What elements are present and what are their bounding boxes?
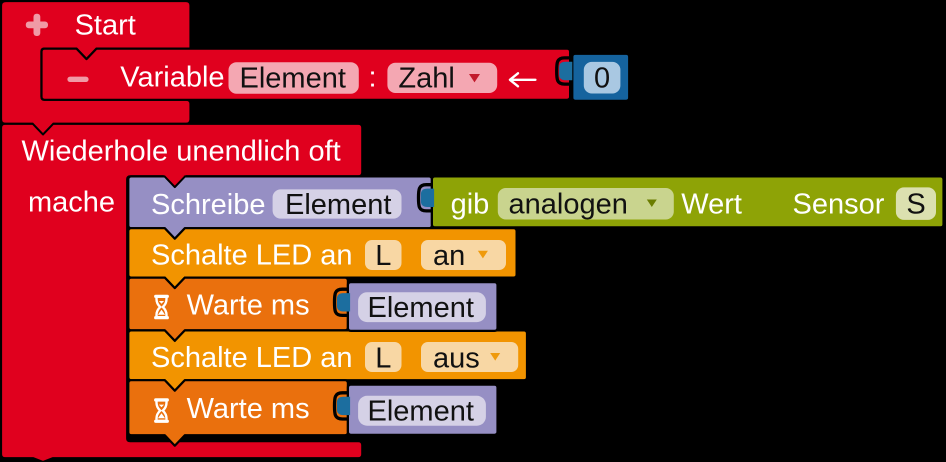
svg-text:Wert: Wert (681, 189, 742, 221)
svg-text:analogen: analogen (509, 189, 628, 221)
svg-text:Element: Element (368, 292, 474, 324)
svg-text:L: L (375, 240, 391, 272)
svg-text:Schalte LED an: Schalte LED an (151, 342, 353, 374)
svg-text:an: an (433, 240, 465, 272)
svg-text:Schreibe: Schreibe (151, 189, 265, 221)
svg-text:Sensor: Sensor (793, 189, 885, 221)
svg-text:Zahl: Zahl (398, 63, 454, 95)
svg-text:Variable: Variable (120, 62, 224, 94)
svg-text:Element: Element (240, 63, 346, 95)
svg-text:gib: gib (451, 189, 490, 221)
svg-text::: : (369, 62, 377, 94)
svg-text:Element: Element (285, 189, 391, 221)
svg-text:Warte ms: Warte ms (187, 290, 310, 322)
svg-text:mache: mache (28, 187, 115, 219)
svg-text:S: S (906, 189, 925, 221)
svg-text:Wiederhole unendlich oft: Wiederhole unendlich oft (22, 136, 341, 168)
svg-text:Schalte LED an: Schalte LED an (151, 240, 353, 272)
svg-text:0: 0 (594, 63, 610, 95)
svg-text:aus: aus (433, 342, 480, 374)
svg-text:Warte ms: Warte ms (187, 393, 310, 425)
svg-text:Start: Start (75, 10, 136, 42)
svg-text:Element: Element (368, 396, 474, 428)
svg-text:L: L (375, 342, 391, 374)
